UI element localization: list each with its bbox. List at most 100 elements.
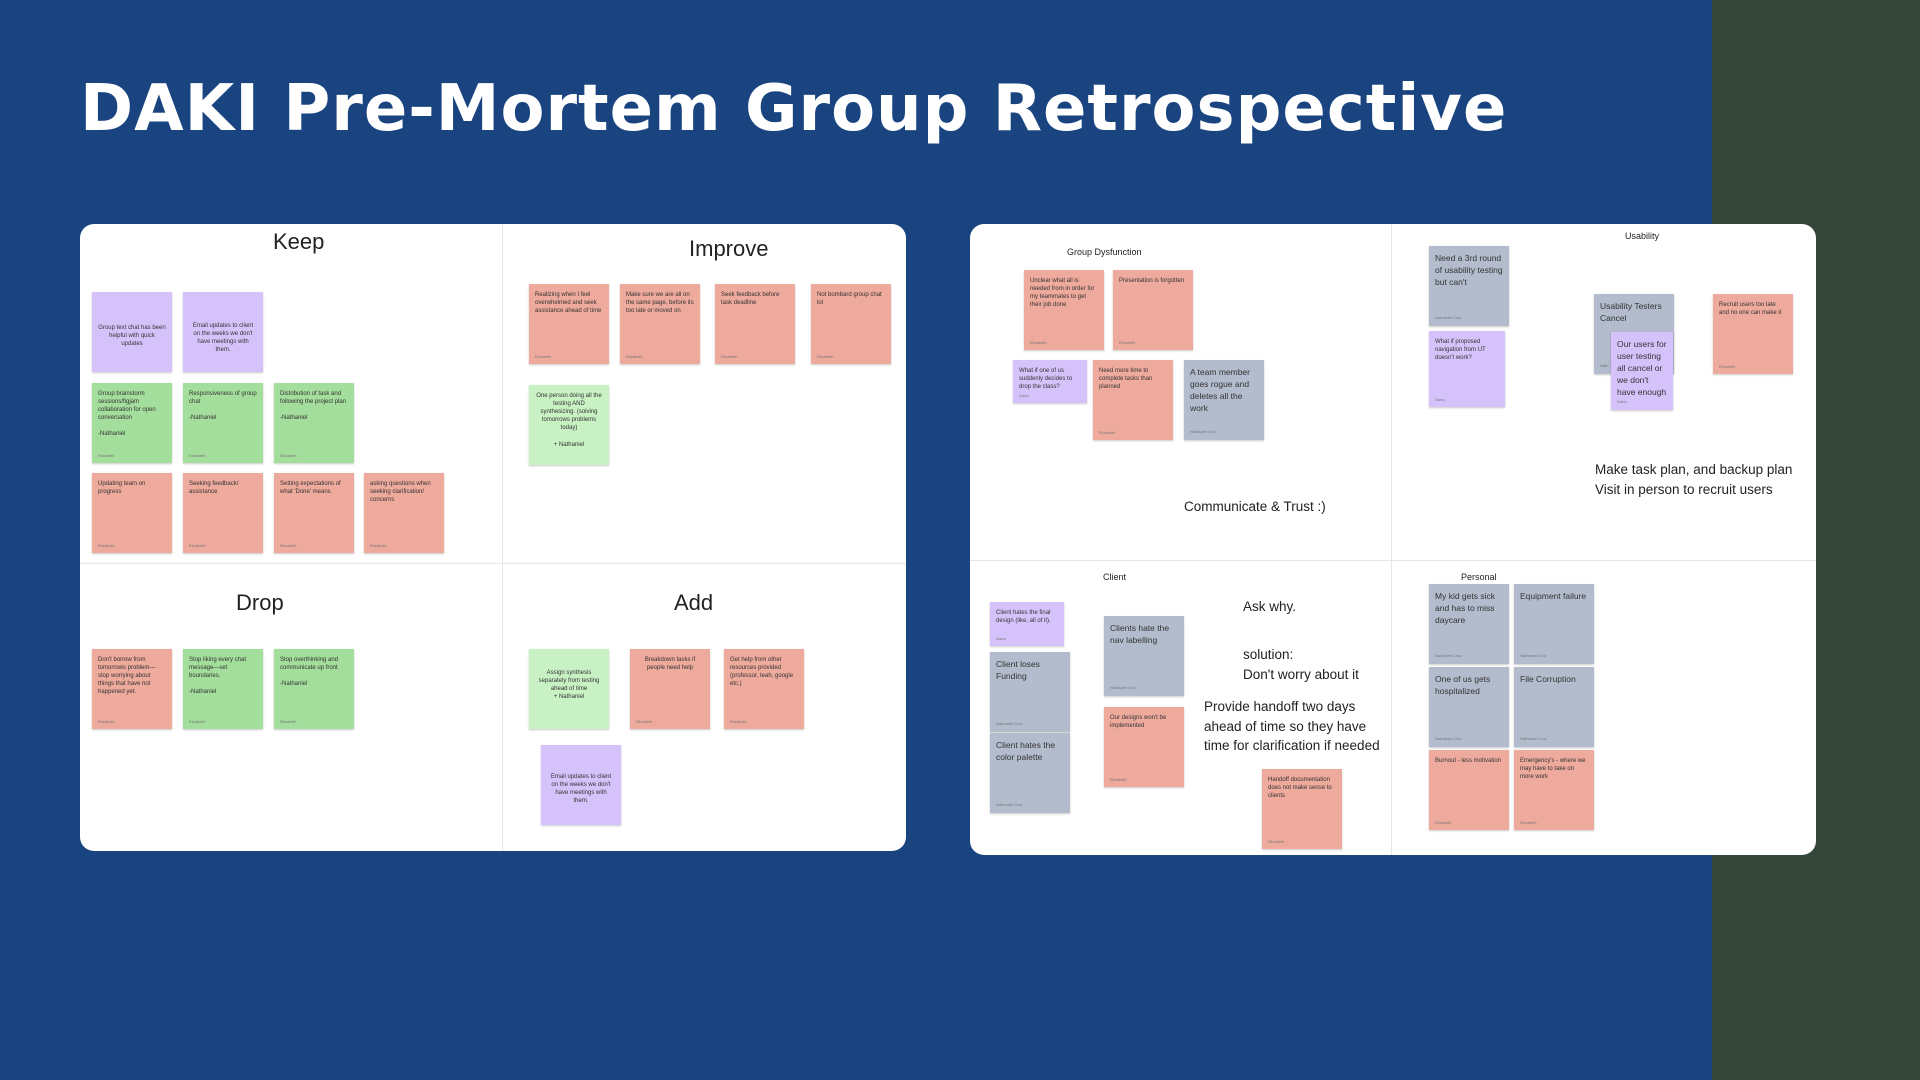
note-author: Elizabeth (1520, 819, 1537, 825)
note-text: Need a 3rd round of usability testing bu… (1435, 253, 1503, 287)
note-author: Nathaniel Cruz (996, 802, 1023, 808)
note-author: Nathaniel Cruz (1520, 736, 1547, 742)
note-text: Email updates to client on the weeks we … (192, 323, 254, 354)
sticky-note[interactable]: A team member goes rogue and deletes all… (1184, 360, 1264, 440)
sticky-note[interactable]: Stop liking every chat message—set bound… (183, 649, 263, 729)
sticky-note[interactable]: Handoff documentation does not make sens… (1262, 769, 1342, 849)
note-text: Stop liking every chat message—set bound… (189, 657, 247, 696)
note-author: Elizabeth (1719, 363, 1736, 369)
note-author: Nathaniel Cruz (996, 721, 1023, 727)
note-author: Nathaniel Cruz (1435, 653, 1462, 659)
sticky-note[interactable]: Group text chat has been helpful with qu… (92, 292, 172, 372)
note-text: Clients hate the nav labelling (1110, 623, 1170, 645)
note-text: Client hates the final design (like, all… (996, 610, 1051, 625)
sticky-note[interactable]: One person doing all the testing AND syn… (529, 385, 609, 465)
sticky-note[interactable]: Emergency's - where we may have to take … (1514, 750, 1594, 830)
sticky-note[interactable]: Distribution of task and following the p… (274, 383, 354, 463)
note-author: Elizabeth (98, 542, 115, 548)
note-author: Elizabeth (626, 353, 643, 359)
note-author: Elizabeth (98, 452, 115, 458)
quadrant-divider-vertical (1391, 224, 1392, 855)
note-text: Group text chat has been helpful with qu… (98, 325, 166, 348)
note-text: Recruit users too late and no one can ma… (1719, 302, 1782, 317)
sticky-note[interactable]: Don't borrow from tomorrows problem—stop… (92, 649, 172, 729)
note-text: Stop overthinking and communicate up fro… (280, 657, 339, 688)
group-dysfunction-label: Group Dysfunction (1067, 247, 1142, 257)
sticky-note[interactable]: Stop overthinking and communicate up fro… (274, 649, 354, 729)
sticky-note[interactable]: Unclear what all is needed from in order… (1024, 270, 1104, 350)
sticky-note[interactable]: Recruit users too late and no one can ma… (1713, 294, 1793, 374)
note-author: Daria (1019, 392, 1029, 398)
sticky-note[interactable]: Setting expectations of what 'Done' mean… (274, 473, 354, 553)
personal-label: Personal (1461, 572, 1497, 582)
note-text: Equipment failure (1520, 591, 1587, 601)
sticky-note[interactable]: Need a 3rd round of usability testing bu… (1429, 246, 1509, 326)
note-author: Elizabeth (1435, 819, 1452, 825)
note-text: Distribution of task and following the p… (280, 391, 347, 422)
sticky-note[interactable]: Group brainstorm sessions/figjam collabo… (92, 383, 172, 463)
note-text: Email updates to client on the weeks we … (550, 774, 612, 805)
sticky-note[interactable]: Client hates the final design (like, all… (990, 602, 1064, 646)
note-author: Nathaniel Cruz (1435, 315, 1462, 321)
note-author: Elizabeth (1110, 776, 1127, 782)
note-author: Elizabeth (535, 353, 552, 359)
note-text: Responsiveness of group chat -Nathaniel (189, 391, 257, 422)
note-text: Burnout - less motivation (1435, 758, 1502, 764)
sticky-note[interactable]: Email updates to client on the weeks we … (541, 745, 621, 825)
note-text: Unclear what all is needed from in order… (1030, 278, 1095, 309)
note-author: Elizabeth (730, 718, 747, 724)
note-text: Assign synthesis separately from testing… (538, 670, 600, 701)
risk-board[interactable]: Group Dysfunction Usability Client Perso… (970, 224, 1816, 855)
note-text: Emergency's - where we may have to take … (1520, 758, 1586, 781)
sticky-note[interactable]: Make sure we are all on the same page, b… (620, 284, 700, 364)
note-author: Elizabeth (280, 452, 297, 458)
sticky-note[interactable]: Email updates to client on the weeks we … (183, 292, 263, 372)
sticky-note[interactable]: Need more time to complete tasks than pl… (1093, 360, 1173, 440)
note-text: Breakdown tasks if people need help (644, 657, 696, 672)
note-text: One of us gets hospitalized (1435, 674, 1491, 696)
sticky-note[interactable]: Realizing when I feel overwhelmed and se… (529, 284, 609, 364)
note-author: Nathaniel Cruz (1110, 685, 1137, 691)
sticky-note[interactable]: Get help from other resources provided (… (724, 649, 804, 729)
note-text: What if one of us suddenly decides to dr… (1019, 368, 1073, 391)
add-title: Add (674, 590, 714, 615)
note-author: Elizabeth (98, 718, 115, 724)
note-author: Elizabeth (1119, 339, 1136, 345)
note-text: Get help from other resources provided (… (730, 657, 794, 688)
note-text: Updating team on progress (98, 481, 146, 496)
sticky-note[interactable]: What if one of us suddenly decides to dr… (1013, 360, 1087, 403)
note-text: Don't borrow from tomorrows problem—stop… (98, 657, 156, 696)
sticky-note[interactable]: Our users for user testing all cancel or… (1611, 332, 1673, 410)
note-text: What if proposed navigation from UT does… (1435, 339, 1486, 362)
keep-title: Keep (273, 229, 325, 254)
quadrant-divider-vertical (502, 224, 503, 851)
note-text: Realizing when I feel overwhelmed and se… (535, 292, 602, 315)
client-handoff-comment: Provide handoff two days ahead of time s… (1204, 699, 1380, 754)
note-author: Elizabeth (189, 542, 206, 548)
retrospective-board[interactable]: Keep Improve Drop Add Group text chat ha… (80, 224, 906, 851)
note-text: One person doing all the testing AND syn… (536, 393, 602, 448)
note-author: Nath (1600, 363, 1609, 369)
sticky-note[interactable]: My kid gets sick and has to miss daycare… (1429, 584, 1509, 664)
note-text: My kid gets sick and has to miss daycare (1435, 591, 1495, 625)
sticky-note[interactable]: Assign synthesis separately from testing… (529, 649, 609, 729)
note-text: File Corruption (1520, 674, 1576, 684)
sticky-note[interactable]: What if proposed navigation from UT does… (1429, 331, 1505, 407)
sticky-note[interactable]: asking questions when seeking clarificat… (364, 473, 444, 553)
note-author: Nathaniel Cruz (1435, 736, 1462, 742)
